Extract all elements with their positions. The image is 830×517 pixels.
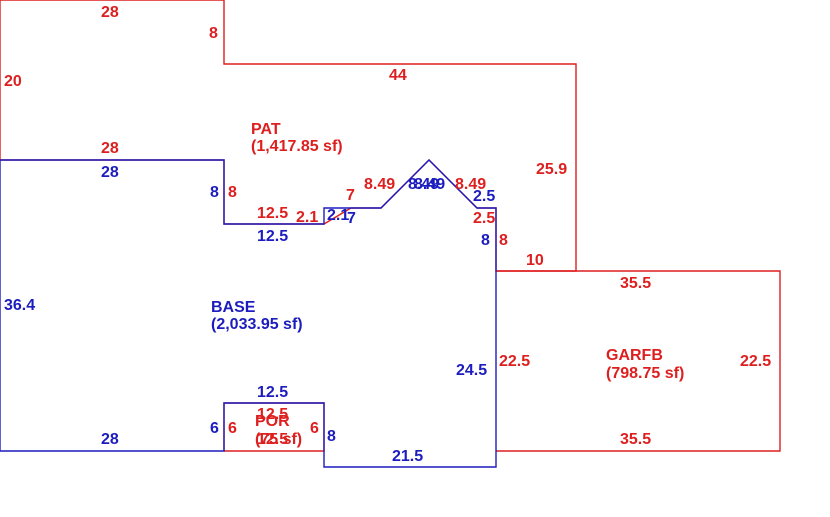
base-dimension-label: 7 <box>347 210 356 227</box>
por-dimension-label: 6 <box>228 420 237 437</box>
garfb-dimension-label: 35.5 <box>620 431 651 448</box>
garfb-dimension-label: 22.5 <box>740 353 771 370</box>
pat-dimension-label: 25.9 <box>536 161 567 178</box>
base-dimension-label: 12.5 <box>257 228 288 245</box>
base-dimension-label: 8 <box>210 184 219 201</box>
por-dimension-label: 12.5 <box>257 431 288 448</box>
base-area-name: BASE <box>211 299 256 316</box>
base-area-size: (2,033.95 sf) <box>211 316 303 333</box>
pat-dimension-label: 7 <box>346 187 355 204</box>
pat-dimension-label: 8 <box>499 232 508 249</box>
base-dimension-label: 8.49 <box>408 176 439 193</box>
pat-dimension-label: 8 <box>209 25 218 42</box>
por-area-name: POR <box>255 413 290 430</box>
garfb-outline <box>496 270 781 452</box>
pat-dimension-label: 8.49 <box>364 176 395 193</box>
garfb-area-size: (798.75 sf) <box>606 365 684 382</box>
base-dimension-label: 21.5 <box>392 448 423 465</box>
base-dimension-label: 6 <box>210 420 219 437</box>
base-outline <box>0 159 497 468</box>
por-dimension-label: 12.5 <box>257 406 288 423</box>
pat-dimension-label: 28 <box>101 4 119 21</box>
pat-dimension-label: 20 <box>4 73 22 90</box>
base-dimension-label: 8 <box>481 232 490 249</box>
pat-area-name: PAT <box>251 121 281 138</box>
base-dimension-label: 12.5 <box>257 384 288 401</box>
garfb-area-name: GARFB <box>606 347 663 364</box>
pat-dimension-label: 28 <box>101 140 119 157</box>
pat-area-size: (1,417.85 sf) <box>251 138 343 155</box>
garfb-dimension-label: 22.5 <box>499 353 530 370</box>
base-dimension-label: 2.1 <box>327 207 349 224</box>
pat-dimension-label: 8.49 <box>455 176 486 193</box>
base-dimension-label: 2.5 <box>473 188 495 205</box>
base-dimension-label: 8.49 <box>414 176 445 193</box>
base-dimension-label: 36.4 <box>4 297 35 314</box>
por-dimension-label: 6 <box>310 420 319 437</box>
base-dimension-label: 24.5 <box>456 362 487 379</box>
pat-dimension-label: 12.5 <box>257 205 288 222</box>
pat-dimension-label: 2.1 <box>296 209 318 226</box>
pat-dimension-label: 44 <box>389 67 407 84</box>
base-dimension-label: 28 <box>101 164 119 181</box>
base-dimension-label: 8 <box>327 428 336 445</box>
pat-dimension-label: 10 <box>526 252 544 269</box>
base-dimension-label: 28 <box>101 431 119 448</box>
por-area-size: (75 sf) <box>255 431 302 448</box>
pat-dimension-label: 8 <box>228 184 237 201</box>
pat-dimension-label: 2.5 <box>473 210 495 227</box>
garfb-dimension-label: 35.5 <box>620 275 651 292</box>
